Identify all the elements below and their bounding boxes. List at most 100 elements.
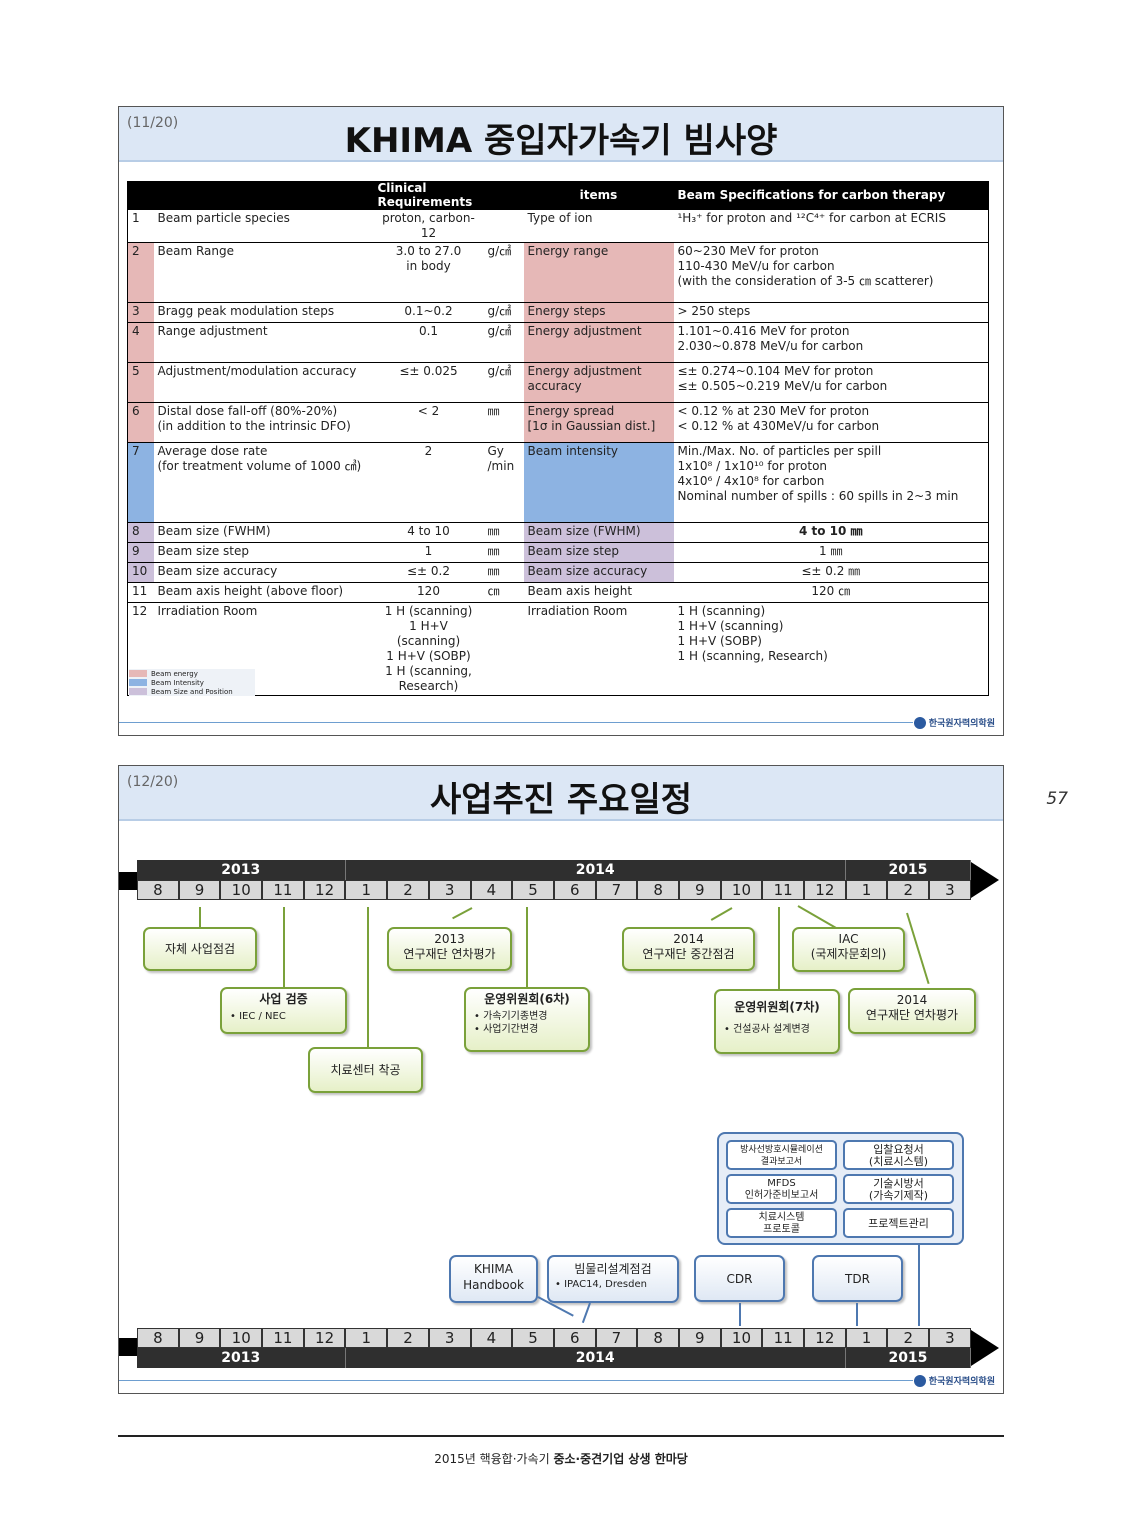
cell-spec: < 0.12 % at 230 MeV for proton < 0.12 % … bbox=[673, 402, 989, 443]
cell-param: Beam axis height (above floor) bbox=[153, 582, 374, 603]
deliverable-label: 프로토콜 bbox=[763, 1224, 800, 1235]
deliverable-label: 인허가준비보고서 bbox=[744, 1190, 819, 1201]
timeline-month: 2 bbox=[387, 1328, 429, 1348]
page-footer-rule bbox=[118, 1435, 1004, 1437]
cell-no: 3 bbox=[127, 302, 154, 323]
slide-number: (11/20) bbox=[127, 115, 179, 131]
slide-beam-spec: (11/20) KHIMA 중입자가속기 빔사양 Clinical Requir… bbox=[118, 106, 1004, 736]
cell-unit bbox=[483, 209, 524, 243]
cell-requirement: ≤± 0.025 bbox=[373, 362, 484, 403]
milestone-label: 연구재단 중간점검 bbox=[642, 947, 735, 961]
connector bbox=[778, 907, 780, 989]
deliverable-tdr: TDR bbox=[812, 1255, 903, 1302]
cell-requirement: 4 to 10 bbox=[373, 522, 484, 543]
deliverable-label: Handbook bbox=[463, 1278, 524, 1292]
swatch bbox=[129, 670, 147, 677]
cell-param: Beam Range bbox=[153, 242, 374, 303]
milestone-label: IAC bbox=[838, 932, 859, 946]
milestone-year: 2013 bbox=[434, 932, 465, 946]
connector bbox=[367, 907, 369, 1047]
timeline-month: 9 bbox=[178, 880, 221, 900]
milestone-title: 운영위원회(7차) bbox=[734, 1000, 820, 1014]
cell-unit: g/㎠ bbox=[483, 362, 524, 403]
deliverable-label: (치료시스템) bbox=[868, 1155, 929, 1168]
cell-param: Adjustment/modulation accuracy bbox=[153, 362, 374, 403]
milestone-committee-7: 운영위원회(7차) • 건설공사 설계변경 bbox=[714, 989, 840, 1054]
deliverable-label: (가속기제작) bbox=[868, 1189, 929, 1202]
col-header-param bbox=[153, 181, 374, 210]
logo-text: 한국원자력의학원 bbox=[928, 1377, 995, 1387]
milestone-label: 자체 사업점검 bbox=[164, 942, 236, 956]
timeline-month: 8 bbox=[137, 880, 179, 900]
connector bbox=[526, 907, 528, 987]
cell-item: Beam intensity bbox=[523, 442, 674, 523]
cell-requirement: 1 H (scanning) 1 H+V (scanning) 1 H+V (S… bbox=[373, 602, 484, 696]
timeline-month: 11 bbox=[262, 1328, 304, 1348]
timeline-month: 9 bbox=[678, 1328, 721, 1348]
milestone-iac: IAC (국제자문회의) bbox=[792, 927, 905, 972]
footer-text: 2015년 핵융합·가속기 bbox=[434, 1452, 554, 1466]
cell-no: 2 bbox=[127, 242, 154, 303]
col-header-no bbox=[127, 181, 154, 210]
cell-unit: ㎝ bbox=[483, 582, 524, 603]
timeline-month: 1 bbox=[845, 1328, 888, 1348]
legend-label: Beam Size and Position bbox=[151, 687, 233, 696]
cell-param: Average dose rate (for treatment volume … bbox=[153, 442, 374, 523]
timeline-month: 11 bbox=[762, 1328, 804, 1348]
deliverable-label: TDR bbox=[845, 1272, 870, 1286]
deliverable-label: 프로젝트관리 bbox=[868, 1217, 929, 1230]
cell-spec: Min./Max. No. of particles per spill 1x1… bbox=[673, 442, 989, 523]
cell-unit: ㎜ bbox=[483, 402, 524, 443]
cell-unit: g/㎠ bbox=[483, 302, 524, 323]
legend: Beam energy Beam Intensity Beam Size and… bbox=[129, 669, 255, 696]
cell-requirement: 0.1~0.2 bbox=[373, 302, 484, 323]
cell-no: 9 bbox=[127, 542, 154, 563]
deliverable-tech-spec: 기술시방서(가속기제작) bbox=[843, 1174, 954, 1204]
logo-icon bbox=[913, 1374, 926, 1387]
col-header-clinical: Clinical Requirements bbox=[373, 181, 524, 210]
timeline-month: 10 bbox=[720, 880, 763, 900]
cell-requirement: proton, carbon-12 bbox=[373, 209, 484, 243]
timeline-month: 3 bbox=[428, 880, 471, 900]
milestone-title: 사업 검증 bbox=[259, 992, 308, 1006]
cell-item: Irradiation Room bbox=[523, 602, 674, 696]
cell-item: Energy range bbox=[523, 242, 674, 303]
legend-item-size: Beam Size and Position bbox=[129, 687, 255, 696]
timeline-month: 6 bbox=[553, 1328, 596, 1348]
col-header-spec: Beam Specifications for carbon therapy bbox=[673, 181, 989, 210]
cell-item: Energy adjustment bbox=[523, 322, 674, 363]
cell-spec: ≤± 0.274~0.104 MeV for proton ≤± 0.505~0… bbox=[673, 362, 989, 403]
cell-spec: 120 ㎝ bbox=[673, 582, 989, 603]
deliverable-rfp: 입찰요청서(치료시스템) bbox=[843, 1140, 954, 1170]
cell-item: Energy steps bbox=[523, 302, 674, 323]
connector bbox=[906, 912, 930, 985]
milestone-note: • 가속기기종변경 bbox=[474, 1011, 548, 1022]
cell-no: 8 bbox=[127, 522, 154, 543]
slide-number: (12/20) bbox=[127, 774, 179, 790]
deliverable-note: • IPAC14, Dresden bbox=[555, 1279, 647, 1290]
slide-header: (11/20) KHIMA 중입자가속기 빔사양 bbox=[119, 107, 1003, 162]
cell-param: Beam particle species bbox=[153, 209, 374, 243]
timeline-year: 2015 bbox=[845, 860, 971, 880]
timeline-month: 8 bbox=[137, 1328, 179, 1348]
timeline-month: 1 bbox=[345, 1328, 388, 1348]
timeline-month: 11 bbox=[262, 880, 304, 900]
cell-unit: Gy /min bbox=[483, 442, 524, 523]
connector bbox=[739, 1303, 741, 1326]
connector bbox=[918, 1245, 920, 1326]
timeline-arrow-head bbox=[971, 1330, 999, 1366]
milestone-midterm-2014: 2014 연구재단 중간점검 bbox=[622, 927, 755, 971]
timeline-month: 6 bbox=[553, 880, 596, 900]
slide-title: KHIMA 중입자가속기 빔사양 bbox=[344, 121, 778, 161]
